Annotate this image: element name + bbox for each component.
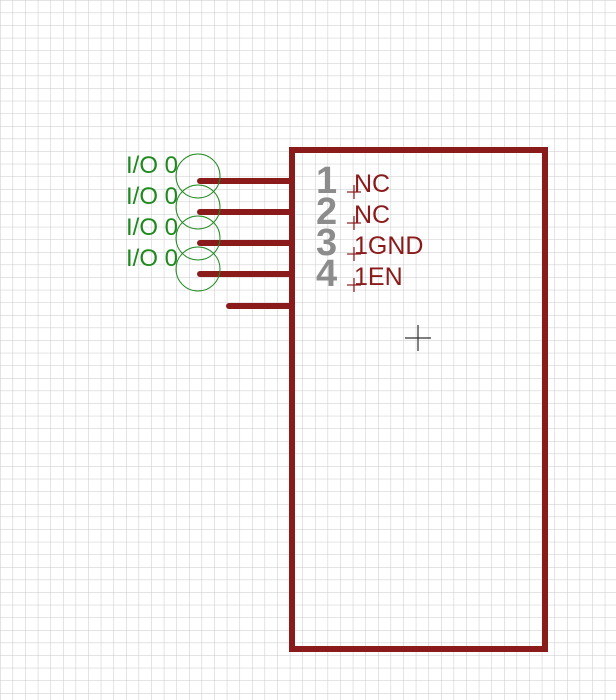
pin-connection-circle bbox=[175, 246, 221, 292]
pin-function-label: 1EN bbox=[354, 263, 403, 291]
pin-function-label: 1GND bbox=[354, 232, 423, 260]
pin-number: 2 bbox=[316, 191, 337, 233]
pin-connection-circle bbox=[175, 184, 221, 230]
pin-number: 3 bbox=[316, 222, 337, 264]
pin-2[interactable]: I/O 0 2 NC bbox=[126, 183, 390, 233]
pin-name-origin-icon bbox=[347, 185, 361, 199]
pin-direction-label: I/O 0 bbox=[126, 245, 178, 272]
pin-1[interactable]: I/O 0 1 NC bbox=[126, 152, 390, 202]
pin-4[interactable]: I/O 0 4 1EN bbox=[126, 245, 403, 295]
pin-connection-circle bbox=[175, 153, 221, 199]
pin-number: 1 bbox=[316, 160, 337, 202]
pin-name-origin-icon bbox=[347, 278, 361, 292]
pin-name-origin-icon bbox=[347, 216, 361, 230]
pin-direction-label: I/O 0 bbox=[126, 183, 178, 210]
pin-number: 4 bbox=[316, 253, 337, 295]
symbol-body[interactable] bbox=[289, 147, 548, 652]
pin-function-label: NC bbox=[354, 170, 390, 198]
pin-function-label: NC bbox=[354, 201, 390, 229]
pin-direction-label: I/O 0 bbox=[126, 214, 178, 241]
pin-connection-circle bbox=[175, 215, 221, 261]
pin-name-origin-icon bbox=[347, 247, 361, 261]
pin-direction-label: I/O 0 bbox=[126, 152, 178, 179]
pin-3[interactable]: I/O 0 3 1GND bbox=[126, 214, 423, 264]
origin-cross[interactable] bbox=[405, 325, 431, 351]
